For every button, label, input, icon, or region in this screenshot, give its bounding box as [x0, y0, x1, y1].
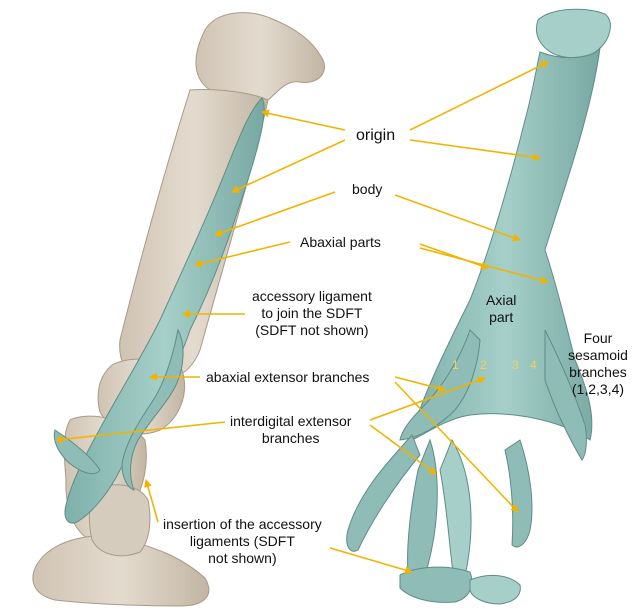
- label-four-sesamoid-branches: Four sesamoid branches (1,2,3,4): [568, 330, 628, 398]
- label-sesamoid-line1: Four: [568, 330, 628, 347]
- label-axial-line1: Axial: [486, 292, 516, 309]
- suspensory-ligament-left: [65, 98, 264, 523]
- arrow-abaxial-right-a: [420, 244, 488, 268]
- carpal-bones: [196, 13, 325, 102]
- label-insertion-line1: insertion of the accessory: [163, 516, 322, 533]
- branch-number-3: 3: [512, 358, 519, 372]
- label-interdigital-line2: branches: [230, 430, 351, 447]
- branch-number-4: 4: [530, 358, 537, 372]
- interdigital-extensor-branch-right: [440, 440, 471, 585]
- label-accessory-line2: to join the SDFT: [252, 305, 372, 322]
- label-interdigital-line1: interdigital extensor: [230, 413, 351, 430]
- label-origin: origin: [356, 127, 395, 144]
- branch-number-2: 2: [480, 358, 487, 372]
- arrow-origin-left: [262, 112, 345, 130]
- label-sesamoid-line3: branches: [568, 364, 628, 381]
- distal-insertion-right: [470, 575, 520, 604]
- arrow-insertion-right: [330, 548, 412, 572]
- label-interdigital-extensor: interdigital extensor branches: [230, 413, 351, 447]
- label-accessory-line3: (SDFT not shown): [252, 322, 372, 339]
- abaxial-extensor-branch-right: [505, 440, 532, 547]
- label-sesamoid-line2: sesamoid: [568, 347, 628, 364]
- label-insertion-line3: not shown): [163, 550, 322, 567]
- label-insertion-line2: ligaments (SDFT: [163, 533, 322, 550]
- branch-number-1: 1: [452, 358, 459, 372]
- label-accessory-line1: accessory ligament: [252, 288, 372, 305]
- label-abaxial-extensor-branches: abaxial extensor branches: [206, 369, 369, 386]
- label-abaxial-parts: Abaxial parts: [300, 234, 381, 251]
- right-ligament-illustration: [347, 9, 611, 604]
- label-axial-line2: part: [486, 309, 516, 326]
- label-body: body: [352, 181, 382, 198]
- label-sesamoid-line4: (1,2,3,4): [568, 381, 628, 398]
- label-insertion-accessory: insertion of the accessory ligaments (SD…: [163, 516, 322, 567]
- label-axial-part: Axial part: [486, 292, 516, 326]
- label-accessory-ligament: accessory ligament to join the SDFT (SDF…: [252, 288, 372, 339]
